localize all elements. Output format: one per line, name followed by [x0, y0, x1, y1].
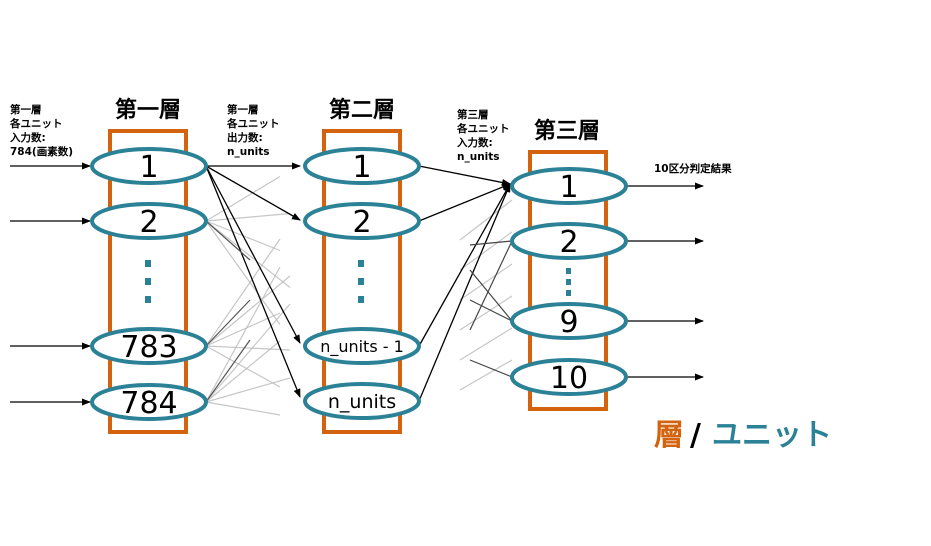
faint-connection-line [205, 238, 281, 347]
layer-2-unit-n-units: n_units [303, 382, 421, 420]
output-annotation: 10区分判定結果 [654, 162, 732, 175]
layer-1-unit-1: 1 [90, 147, 208, 185]
layer1-to-layer2-arrow [205, 165, 301, 344]
layer2-to-layer3-line [469, 240, 513, 246]
unit-label: n_units - 1 [320, 337, 404, 357]
layer1-output-annotation-line-3: 出力数: [227, 131, 263, 144]
faint-connection-line [205, 340, 281, 403]
unit-label: 784 [120, 386, 177, 421]
layer-3-unit-9: 9 [510, 302, 628, 340]
layer-2-box [322, 129, 402, 434]
layer1-output-annotation-line-1: 第一層 [227, 103, 259, 116]
layer-2: 第二層 1 2 n_units - 1 n_units [303, 97, 421, 434]
faint-connection-lines [205, 175, 513, 416]
unit-label: 9 [559, 305, 578, 340]
layer1-to-layer2-line [205, 299, 251, 347]
layer-1-title: 第一層 [115, 97, 181, 123]
layer-2-unit-n-units-minus-1: n_units - 1 [303, 327, 421, 365]
layer3-input-annotation-line-1: 第三層 [457, 108, 489, 121]
layer1-to-layer2-line [205, 220, 251, 261]
faint-connection-line [459, 263, 513, 301]
layer2-to-layer3-line [469, 269, 513, 322]
layer2-to-layer3-arrow [418, 165, 511, 186]
layer-3-box [528, 150, 608, 411]
faint-connection-line [205, 377, 291, 403]
legend-separator: / [690, 418, 701, 453]
unit-label: 10 [550, 361, 588, 396]
unit-label: 783 [120, 330, 177, 365]
input-annotation-line-1: 第一層 [10, 103, 42, 116]
layer2-to-layer3-line [469, 240, 513, 331]
faint-connection-line [205, 175, 281, 222]
layer-3-unit-2: 2 [510, 222, 628, 260]
layer-2-ellipsis [358, 260, 364, 303]
faint-connection-line [459, 199, 513, 241]
layer1-to-layer2-line [205, 339, 251, 403]
layer1-to-layer2-arrow [205, 165, 301, 221]
unit-label: 2 [352, 205, 371, 240]
faint-connection-line [205, 266, 281, 403]
faint-connection-line [205, 212, 291, 222]
layer1-output-annotation-line-4: n_units [227, 146, 270, 158]
layer3-input-annotation-line-2: 各ユニット [456, 122, 510, 135]
layer3-input-annotation: 第三層 各ユニット 入力数: n_units [456, 108, 510, 163]
layer-3-ellipsis [566, 268, 571, 296]
faint-connection-line [459, 327, 513, 361]
faint-connection-line [459, 359, 513, 391]
faint-connection-line [205, 220, 281, 325]
layer2-to-layer3-arrow [418, 183, 511, 402]
layer2-to-layer3-line [469, 299, 513, 322]
layer2-to-layer3-arrow [418, 183, 511, 347]
faint-connection-line [205, 401, 281, 416]
faint-connection-line [205, 345, 291, 351]
layer3-input-annotation-line-4: n_units [457, 151, 500, 163]
layer-3-title: 第三層 [534, 118, 600, 144]
layer1-output-annotation-line-2: 各ユニット [226, 117, 280, 130]
legend-unit: ユニット [712, 418, 832, 453]
connection-arrows [10, 162, 704, 406]
unit-label: 1 [352, 150, 371, 185]
faint-connection-line [205, 345, 281, 388]
layer1-to-layer2-arrow [205, 165, 301, 398]
layer-1-unit-2: 2 [90, 202, 208, 240]
layer-2-title: 第二層 [329, 97, 395, 123]
layer-2-unit-2: 2 [303, 202, 421, 240]
input-annotation-line-2: 各ユニット [9, 117, 63, 130]
unit-label: 2 [559, 225, 578, 260]
unit-label: 2 [139, 205, 158, 240]
faint-connection-line [205, 275, 291, 347]
layer-1-unit-783: 783 [90, 327, 208, 365]
layer-3: 第三層 1 2 9 10 [510, 118, 628, 411]
faint-connection-line [205, 303, 291, 403]
layer2-to-layer3-arrow [418, 183, 511, 222]
layer-3-unit-1: 1 [510, 167, 628, 205]
layer-1-ellipsis [145, 260, 151, 303]
unit-label: 1 [139, 150, 158, 185]
layer-1: 第一層 1 2 783 784 [90, 97, 208, 434]
layer-1-box [108, 129, 188, 434]
legend-layer: 層 [654, 418, 684, 453]
layer3-input-annotation-line-3: 入力数: [457, 136, 493, 149]
layer1-output-annotation: 第一層 各ユニット 出力数: n_units [226, 103, 280, 158]
layer-2-unit-1: 1 [303, 147, 421, 185]
faint-connection-line [205, 220, 291, 288]
faint-connection-line [459, 231, 513, 271]
unit-label: n_units [328, 391, 396, 413]
input-annotation-line-4: 784(画素数) [10, 145, 73, 158]
input-annotation-line-3: 入力数: [10, 131, 46, 144]
input-annotation: 第一層 各ユニット 入力数: 784(画素数) [9, 103, 73, 158]
layer-1-unit-784: 784 [90, 383, 208, 421]
layer2-to-layer3-line [469, 359, 513, 378]
unit-label: 1 [559, 170, 578, 205]
legend: 層 / ユニット [654, 418, 832, 453]
layer-3-unit-10: 10 [510, 358, 628, 396]
faint-connection-line [459, 295, 513, 331]
